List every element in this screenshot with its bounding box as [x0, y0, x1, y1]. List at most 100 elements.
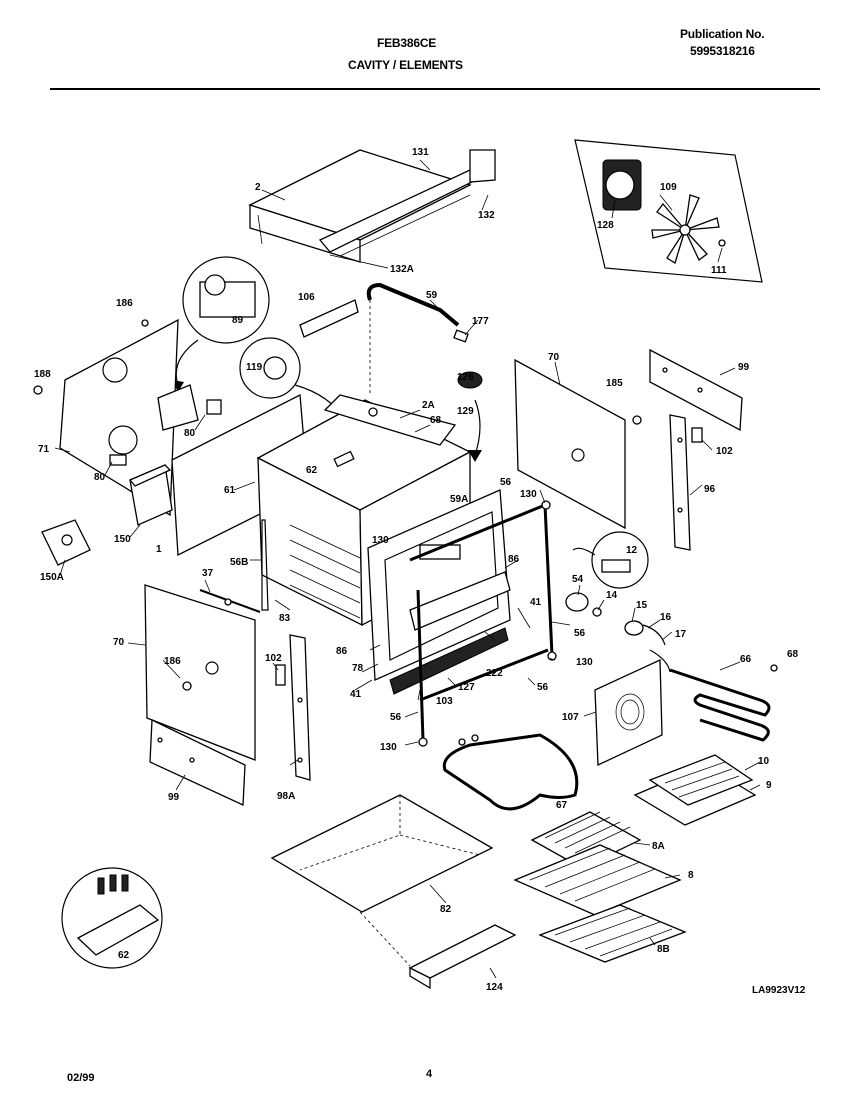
callout-86-a: 86	[508, 554, 520, 565]
callout-82: 82	[440, 904, 452, 915]
inset-62	[61, 867, 163, 969]
callout-68: 68	[430, 415, 442, 426]
callout-177: 177	[472, 316, 489, 327]
callout-185: 185	[606, 378, 623, 389]
bracket-99-top	[649, 348, 743, 432]
callout-56b: 56B	[230, 557, 248, 568]
callout-222: 222	[486, 668, 503, 679]
callout-111: 111	[711, 265, 727, 276]
callout-56-d: 56	[537, 682, 549, 693]
callout-186-b: 186	[164, 656, 181, 667]
top-panel-group	[248, 149, 496, 263]
callout-14: 14	[606, 590, 618, 601]
callout-83: 83	[279, 613, 291, 624]
callout-107: 107	[562, 712, 579, 723]
publication-label: Publication No.	[680, 27, 765, 41]
callout-109: 109	[660, 182, 677, 193]
callout-9: 9	[766, 780, 772, 791]
callout-102-b: 102	[265, 653, 282, 664]
rear-cover-107	[594, 658, 663, 767]
callout-59a: 59A	[450, 494, 468, 505]
callout-17: 17	[675, 629, 687, 640]
callout-67: 67	[556, 800, 568, 811]
header-divider	[50, 88, 820, 90]
light-assembly	[565, 592, 671, 673]
callout-99-b: 99	[168, 792, 180, 803]
broil-element	[669, 664, 778, 742]
callout-2a: 2A	[422, 400, 435, 411]
front-frame	[367, 489, 511, 695]
broiler-pan	[633, 754, 757, 826]
callout-86-b: 86	[336, 646, 348, 657]
bracket-99-bottom	[149, 718, 246, 806]
callout-78: 78	[352, 663, 364, 674]
callout-106: 106	[298, 292, 315, 303]
callout-61: 61	[224, 485, 236, 496]
wiring-bracket	[109, 384, 309, 557]
convection-fan-inset	[574, 139, 763, 283]
callout-119: 119	[246, 362, 263, 373]
callout-186-a: 186	[116, 298, 133, 309]
callout-1: 1	[156, 544, 162, 555]
callout-15: 15	[636, 600, 648, 611]
drawer-liner-82	[270, 794, 494, 913]
callout-130-d: 130	[380, 742, 397, 753]
side-panel-71	[33, 318, 179, 517]
callout-102-a: 102	[716, 446, 733, 457]
callout-8: 8	[688, 870, 694, 881]
callout-41-b: 41	[350, 689, 362, 700]
inset-12	[572, 531, 649, 589]
callout-8b: 8B	[657, 944, 670, 955]
strip-96	[669, 414, 703, 551]
footer-page-number: 4	[426, 1068, 433, 1080]
rear-panel-70-left	[144, 584, 256, 761]
callout-8a: 8A	[652, 841, 665, 852]
callout-132a: 132A	[390, 264, 414, 275]
callout-96: 96	[704, 484, 716, 495]
callout-150a: 150A	[40, 572, 64, 583]
section-title: CAVITY / ELEMENTS	[348, 58, 463, 72]
callout-56-e: 56	[390, 712, 402, 723]
callout-2: 2	[255, 182, 261, 193]
callout-16: 16	[660, 612, 672, 623]
callout-126: 126	[457, 372, 474, 383]
callout-127: 127	[458, 682, 475, 693]
callout-131: 131	[412, 147, 429, 158]
callout-130-a: 130	[520, 489, 537, 500]
callout-56-c: 56	[574, 628, 586, 639]
callout-130-c: 130	[576, 657, 593, 668]
callout-99-a: 99	[738, 362, 750, 373]
rod-37	[199, 589, 261, 613]
callout-41-a: 41	[530, 597, 542, 608]
callout-103: 103	[436, 696, 453, 707]
callout-98a: 98A	[277, 791, 295, 802]
strip-98a	[275, 634, 311, 781]
rear-panel-70-right	[514, 358, 642, 530]
callout-80-b: 80	[94, 472, 106, 483]
callout-62-a: 62	[306, 465, 318, 476]
callout-132: 132	[478, 210, 495, 221]
trim-bars-56	[409, 500, 557, 747]
model-number: FEB386CE	[377, 36, 437, 50]
callout-150: 150	[114, 534, 131, 545]
drawer-124	[359, 911, 517, 990]
callout-10: 10	[758, 756, 770, 767]
callout-71: 71	[38, 444, 50, 455]
callout-188: 188	[34, 369, 51, 380]
callout-130-b: 130	[372, 535, 389, 546]
callout-68-b: 68	[787, 649, 799, 660]
callout-124: 124	[486, 982, 503, 993]
footer-date: 02/99	[67, 1072, 95, 1084]
leader-lines	[54, 159, 761, 979]
callout-59: 59	[426, 290, 438, 301]
callout-labels: 131 2 132 132A 128 109 111 186 89 106 59…	[34, 147, 806, 996]
callout-70-a: 70	[548, 352, 560, 363]
callout-56-a: 56	[500, 477, 512, 488]
callout-128: 128	[597, 220, 614, 231]
callout-129: 129	[457, 406, 474, 417]
callout-54: 54	[572, 574, 584, 585]
bake-element	[442, 733, 579, 811]
callout-89: 89	[232, 315, 244, 326]
